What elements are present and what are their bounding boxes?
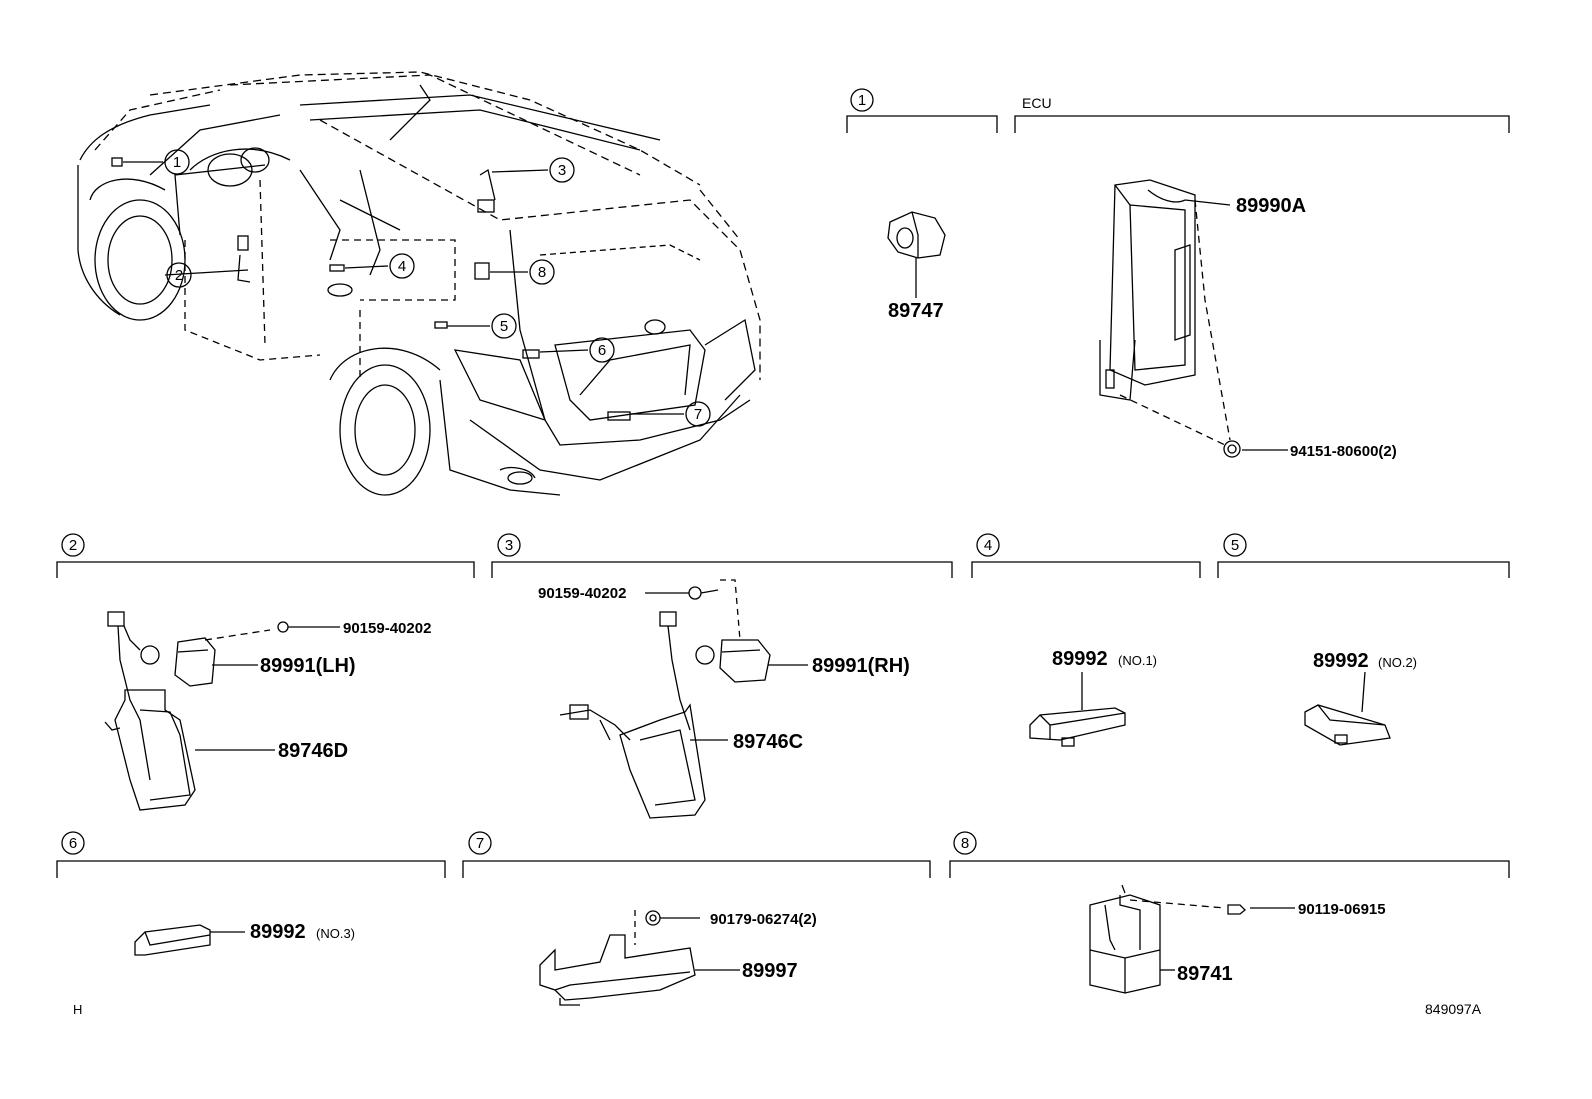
- part-89992-no2-label[interactable]: 89992: [1313, 650, 1369, 672]
- part-89992-no1-label[interactable]: 89992: [1052, 648, 1108, 670]
- part-89741-label[interactable]: 89741: [1177, 963, 1233, 985]
- callout-8: 8: [538, 264, 546, 281]
- section-7-number: 7: [476, 835, 484, 852]
- section-brackets: [56, 115, 1510, 878]
- part-90159-40202-lh-label[interactable]: 90159-40202: [343, 620, 431, 637]
- vehicle-illustration: [77, 71, 761, 496]
- section-6-number: 6: [69, 835, 77, 852]
- part-89747-drawing: [887, 211, 946, 298]
- part-89746C-drawing: [559, 579, 808, 819]
- part-94151-80600-label[interactable]: 94151-80600(2): [1290, 443, 1397, 460]
- part-89992-no2-note: (NO.2): [1378, 655, 1417, 670]
- part-90159-40202-rh-label[interactable]: 90159-40202: [538, 585, 626, 602]
- part-89992-no2-drawing: [1304, 671, 1391, 746]
- callout-7: 7: [694, 406, 702, 423]
- part-89990A-label[interactable]: 89990A: [1236, 195, 1306, 217]
- part-89746D-label[interactable]: 89746D: [278, 740, 348, 762]
- callout-5: 5: [500, 318, 508, 335]
- ecu-label: ECU: [1022, 95, 1052, 111]
- callout-2: 2: [175, 267, 183, 284]
- part-90179-06274-label[interactable]: 90179-06274(2): [710, 911, 817, 928]
- section-number-labels: 1 2 3 4 5 6 7 8: [69, 92, 1239, 852]
- ecu-89990A-drawing: [1099, 179, 1288, 458]
- section-1-number: 1: [858, 92, 866, 109]
- callout-4: 4: [398, 258, 406, 275]
- part-89741-drawing: [1089, 884, 1295, 994]
- section-number-circles: [61, 88, 1247, 855]
- callout-6: 6: [598, 342, 606, 359]
- diagram-id: 849097A: [1425, 1001, 1482, 1017]
- section-4-number: 4: [984, 537, 992, 554]
- section-2-number: 2: [69, 537, 77, 554]
- part-89992-no3-drawing: [134, 924, 245, 956]
- footer-mark: H: [73, 1002, 82, 1017]
- part-89997-label[interactable]: 89997: [742, 960, 798, 982]
- part-89992-no1-note: (NO.1): [1118, 653, 1157, 668]
- callout-3: 3: [558, 162, 566, 179]
- part-89992-no3-note: (NO.3): [316, 926, 355, 941]
- part-89997-drawing: [539, 910, 740, 1006]
- callout-1: 1: [173, 154, 181, 171]
- part-89992-no3-label[interactable]: 89992: [250, 921, 306, 943]
- part-number-labels: 89747 89990A 94151-80600(2) 90159-40202 …: [250, 195, 1417, 985]
- vehicle-callout-leaders: [123, 161, 684, 415]
- part-90119-06915-label[interactable]: 90119-06915: [1298, 901, 1386, 918]
- part-89991-lh-label[interactable]: 89991(LH): [260, 655, 356, 677]
- part-89746C-label[interactable]: 89746C: [733, 731, 803, 753]
- vehicle-callout-circles: [164, 149, 711, 427]
- part-89992-no1-drawing: [1029, 672, 1126, 747]
- section-8-number: 8: [961, 835, 969, 852]
- section-3-number: 3: [505, 537, 513, 554]
- part-89747-label[interactable]: 89747: [888, 300, 944, 322]
- part-89991-rh-label[interactable]: 89991(RH): [812, 655, 910, 677]
- vehicle-callout-labels: 1 2 3 4 5 6 7 8: [173, 154, 702, 423]
- section-5-number: 5: [1231, 537, 1239, 554]
- part-89746D-drawing: [104, 611, 340, 811]
